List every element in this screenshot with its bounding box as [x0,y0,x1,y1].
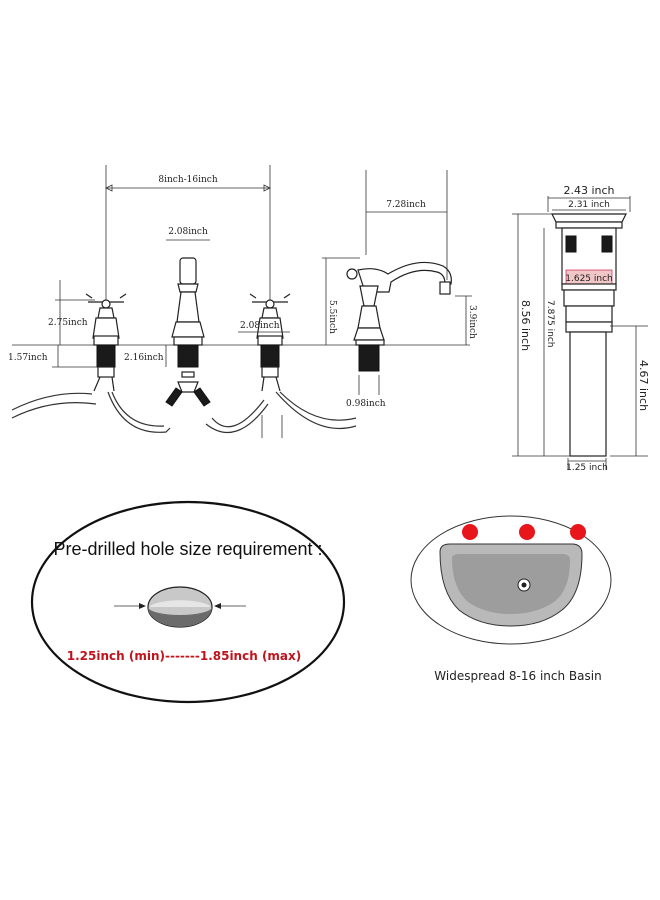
left-handle [85,293,127,392]
body-width-label: 1.625 inch [565,274,612,284]
basin-hole-left [462,524,478,540]
lower-height-label: 4.67 inch [637,360,650,411]
spout-width-label: 2.08inch [168,227,208,237]
drain-drawing: 2.43 inch 2.31 inch 1.625 inch 8.56 inch… [512,184,650,473]
handle-width-right-label: 2.08inch [240,321,280,331]
spout-reach-label: 7.28inch [386,200,426,210]
basin-illustration: Widespread 8-16 inch Basin [410,515,612,683]
tail-width-label: 1.25 inch [566,463,608,473]
faucet-set-drawing: 8inch-16inch 2.75inch 1.57inch [8,165,477,438]
total-height-label: 8.56 inch [519,300,532,351]
cap-outer-label: 2.43 inch [563,184,614,197]
spout-rise-label: 3.9inch [467,305,477,339]
shank-center-label: 2.16inch [124,353,164,363]
shank-left-label: 1.57inch [8,353,48,363]
center-spout-body [165,257,211,407]
upper-height-label: 7.875 inch [545,300,555,347]
hole-requirement-panel: Pre-drilled hole size requirement : 1.25… [30,500,346,704]
spread-dimension-label: 8inch-16inch [158,175,217,185]
hole-size-range: 1.25inch (min)-------1.85inch (max) [67,649,302,663]
hole-requirement-title: Pre-drilled hole size requirement : [53,539,322,559]
right-handle [249,293,291,392]
spout-height-label: 5.5inch [327,300,337,334]
basin-hole-right [570,524,586,540]
cap-inner-label: 2.31 inch [568,200,610,210]
spout-shank-label: 0.98inch [346,399,386,409]
basin-caption: Widespread 8-16 inch Basin [434,669,601,683]
handle-height-label: 2.75inch [48,318,88,328]
basin-hole-center [519,524,535,540]
spout [346,261,452,372]
